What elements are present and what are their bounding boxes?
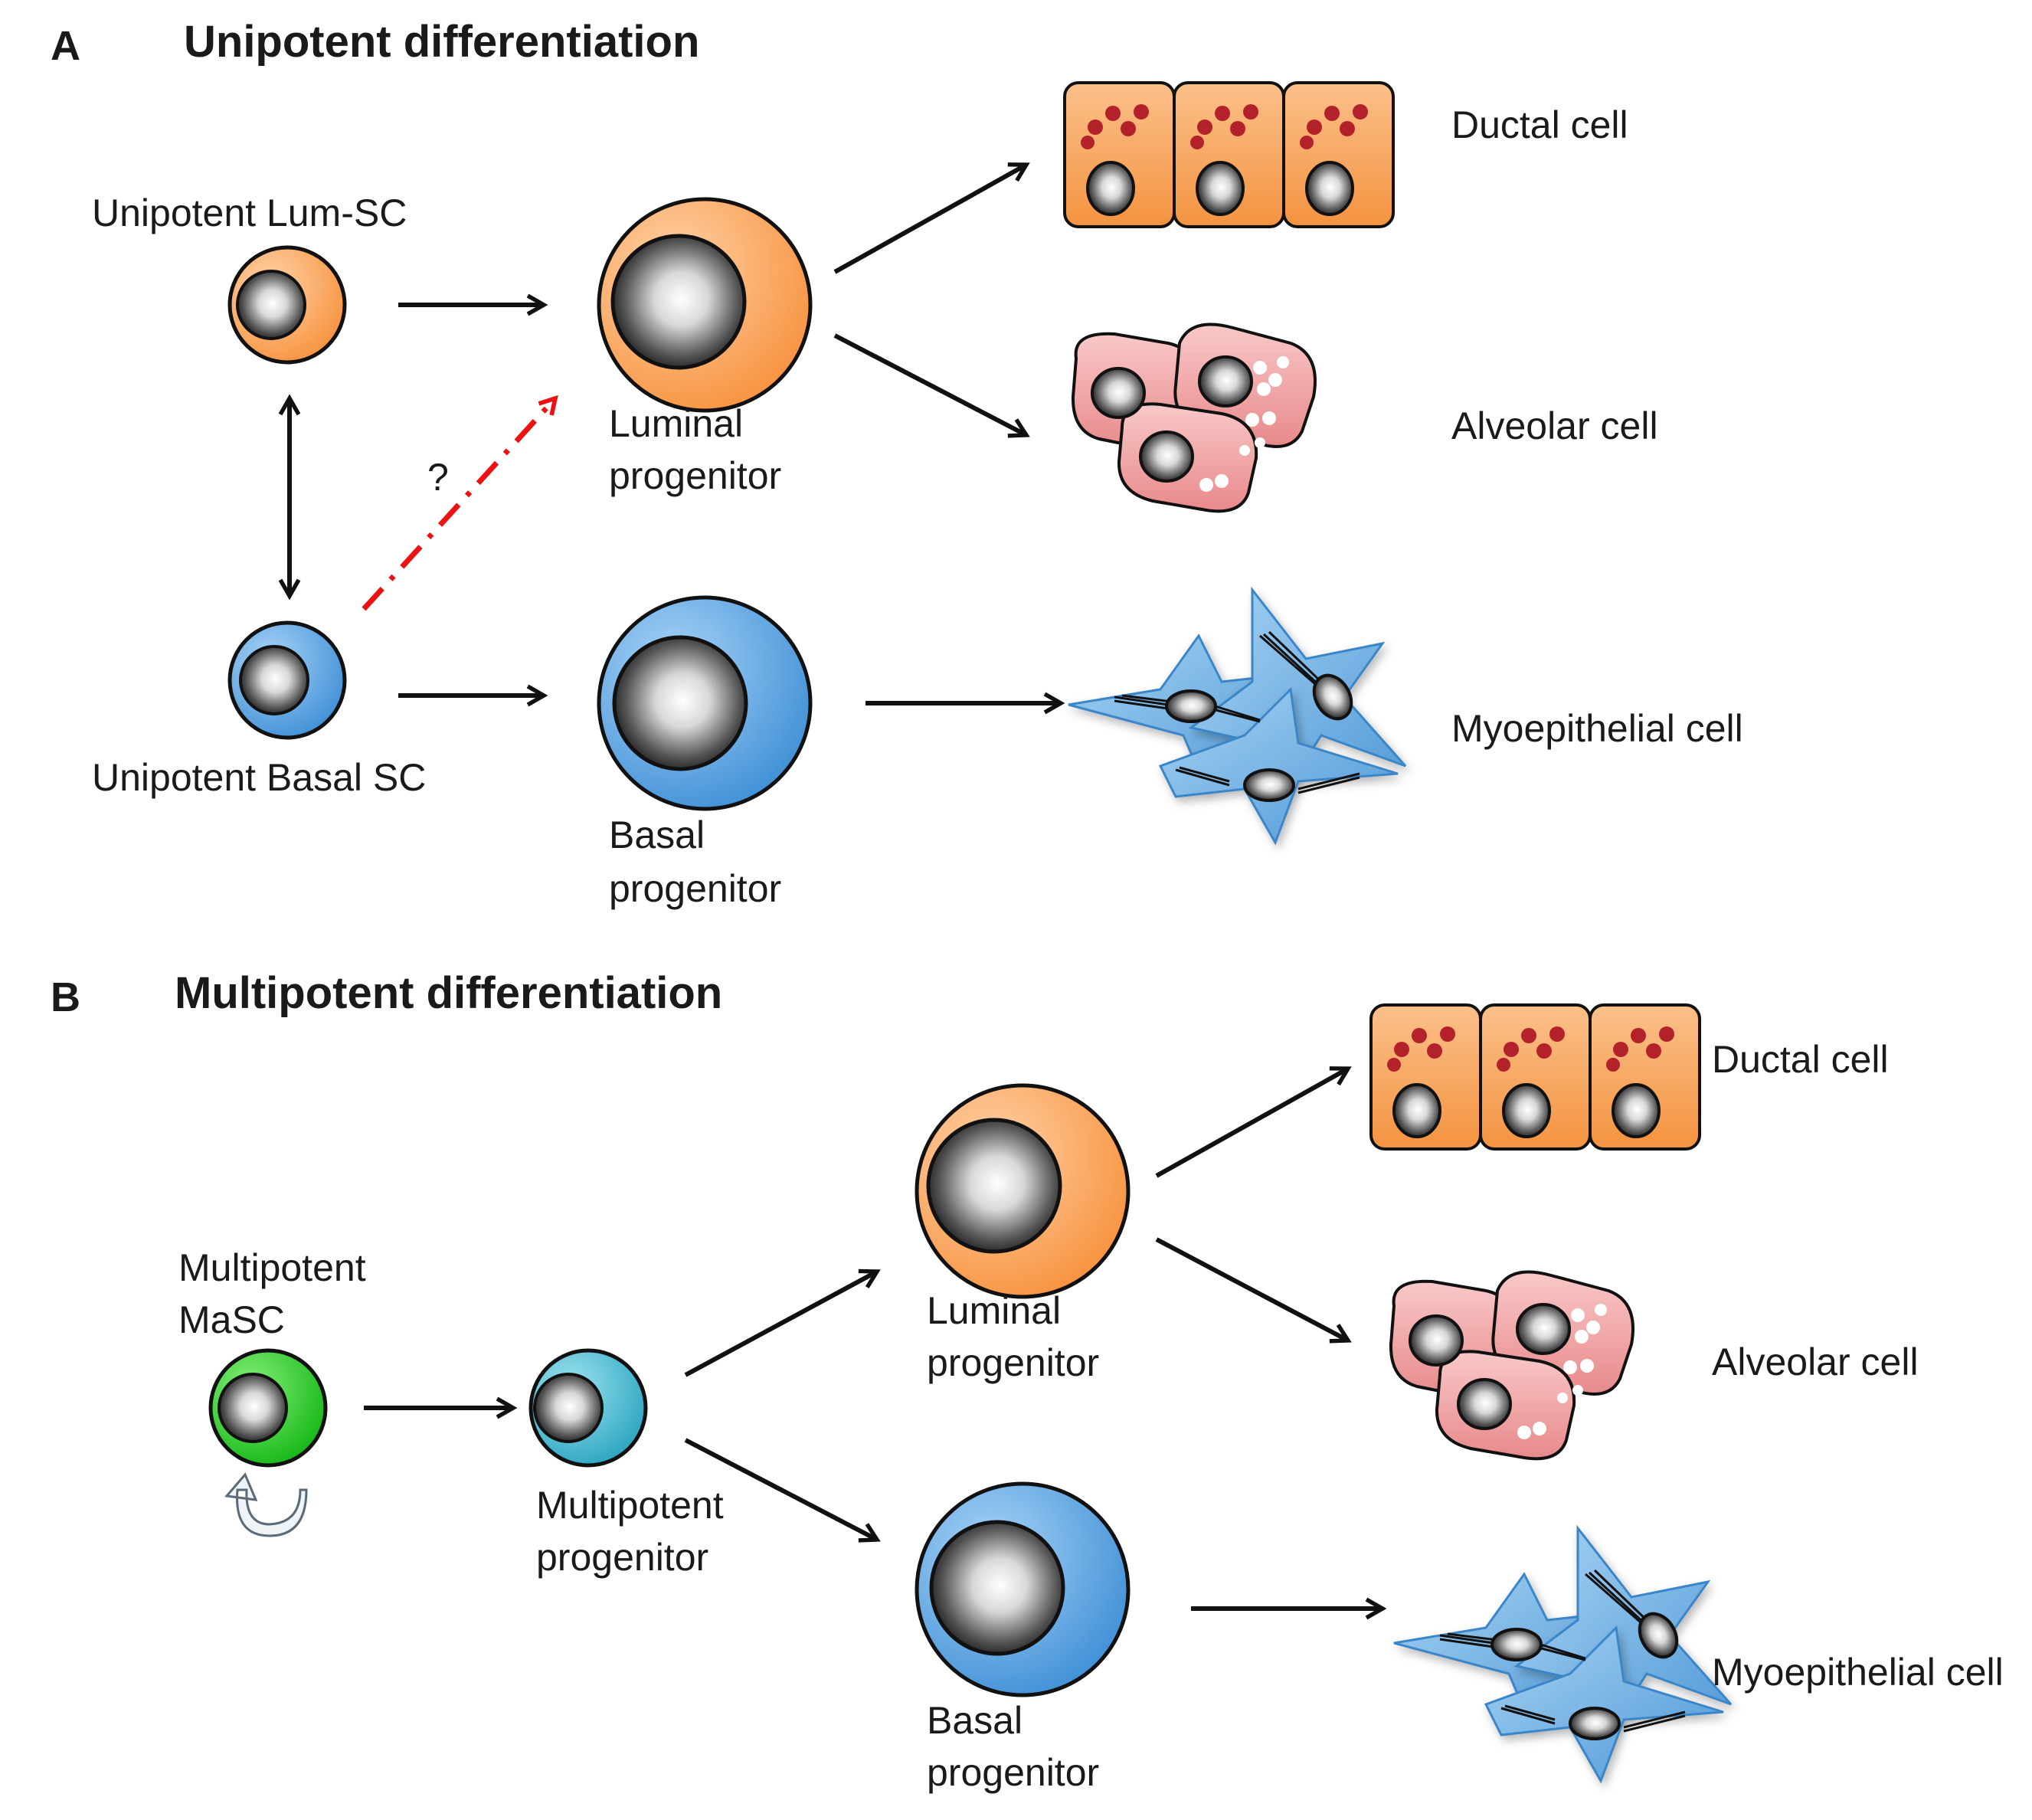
unipotent-basal-sc-cell xyxy=(227,620,347,740)
alveolar-cell-icon xyxy=(1071,322,1317,513)
arrow-luminal-to-ductal xyxy=(833,162,1030,274)
multipotent-progenitor-cell xyxy=(528,1348,648,1468)
ductal-cell-icon-b xyxy=(1369,1003,1701,1151)
myoepithelial-label-a: Myoepithelial cell xyxy=(1451,707,1743,750)
unipotent-basal-sc-label: Unipotent Basal SC xyxy=(92,756,426,799)
masc-label-2: MaSC xyxy=(178,1298,285,1341)
alveolar-cell-icon-b xyxy=(1389,1270,1634,1461)
luminal-progenitor-label-b2: progenitor xyxy=(927,1341,1099,1384)
myoepithelial-cell-icon xyxy=(1068,590,1405,843)
panel-a-letter: A xyxy=(51,23,80,69)
unipotent-lum-sc-label: Unipotent Lum-SC xyxy=(92,191,407,234)
ductal-cell-icon xyxy=(1063,81,1395,228)
ductal-label-b: Ductal cell xyxy=(1712,1038,1889,1081)
question-arrow xyxy=(362,394,558,611)
alveolar-label-a: Alveolar cell xyxy=(1451,404,1658,447)
basal-progenitor-label-b1: Basal xyxy=(927,1699,1023,1742)
arrow-multipotent-to-basal xyxy=(684,1438,881,1543)
myoepithelial-label-b: Myoepithelial cell xyxy=(1712,1651,2004,1694)
luminal-progenitor-label-a1: Luminal xyxy=(609,402,743,445)
basal-progenitor-label-a1: Basal xyxy=(609,813,705,856)
alveolar-label-b: Alveolar cell xyxy=(1712,1340,1919,1383)
arrow-luminal-to-alveolar xyxy=(833,333,1030,438)
panel-b: B Multipotent differentiation Multipoten… xyxy=(51,968,2004,1794)
unipotent-lum-sc-cell xyxy=(227,245,347,365)
multipotent-progenitor-label-2: progenitor xyxy=(536,1536,708,1579)
self-renewal-arrow-icon xyxy=(224,1472,308,1537)
panel-a: A Unipotent differentiation Unipotent Lu… xyxy=(51,17,1743,910)
panel-a-title: Unipotent differentiation xyxy=(184,17,699,67)
arrow-luminal-to-alveolar-b xyxy=(1155,1237,1352,1344)
multipotent-progenitor-label-1: Multipotent xyxy=(536,1484,724,1527)
arrow-multipotent-to-luminal xyxy=(684,1268,881,1377)
panel-b-letter: B xyxy=(51,974,80,1020)
myoepithelial-cell-icon-b xyxy=(1394,1528,1731,1781)
arrow-luminal-to-ductal-b xyxy=(1155,1066,1352,1178)
basal-progenitor-label-b2: progenitor xyxy=(927,1751,1099,1794)
luminal-progenitor-label-a2: progenitor xyxy=(609,454,781,497)
ductal-label-a: Ductal cell xyxy=(1451,103,1628,146)
basal-progenitor-cell-b xyxy=(915,1481,1131,1697)
luminal-progenitor-cell xyxy=(597,197,813,413)
masc-cell xyxy=(208,1348,328,1468)
basal-progenitor-cell xyxy=(597,595,813,811)
masc-label-1: Multipotent xyxy=(178,1246,366,1289)
luminal-progenitor-label-b1: Luminal xyxy=(927,1289,1061,1332)
panel-b-title: Multipotent differentiation xyxy=(175,968,722,1018)
basal-progenitor-label-a2: progenitor xyxy=(609,867,781,910)
question-mark: ? xyxy=(427,456,449,499)
luminal-progenitor-cell-b xyxy=(915,1083,1131,1299)
